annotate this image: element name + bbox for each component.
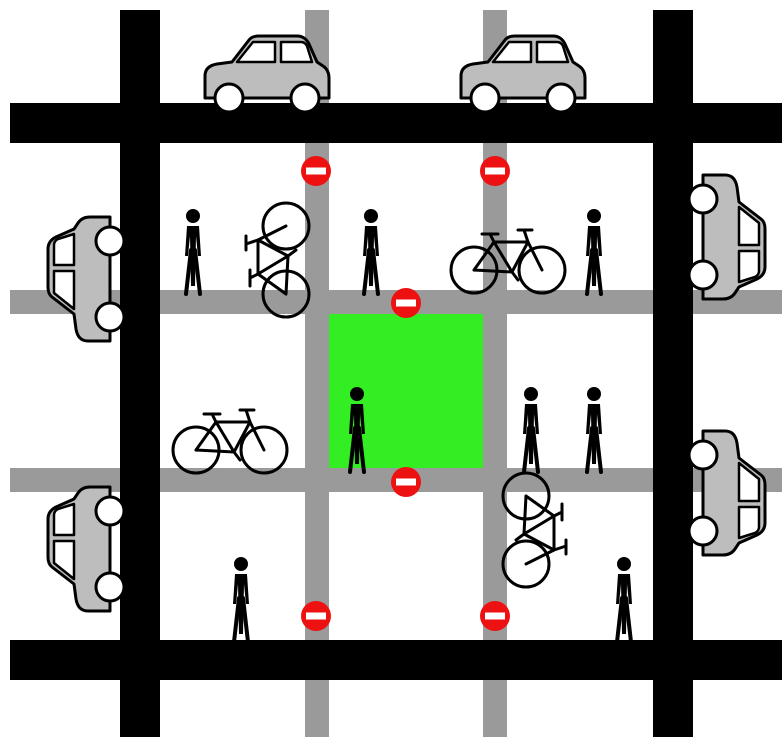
main-road-right bbox=[653, 10, 693, 737]
main-road-left bbox=[120, 10, 160, 737]
no-entry-sign-icon bbox=[480, 601, 510, 631]
main-roads bbox=[10, 10, 782, 737]
no-entry-sign-icon bbox=[391, 467, 421, 497]
no-entry-sign-icon bbox=[301, 156, 331, 186]
no-entry-sign-icon bbox=[480, 156, 510, 186]
no-entry-sign-icon bbox=[391, 288, 421, 318]
no-entry-sign-icon bbox=[301, 601, 331, 631]
